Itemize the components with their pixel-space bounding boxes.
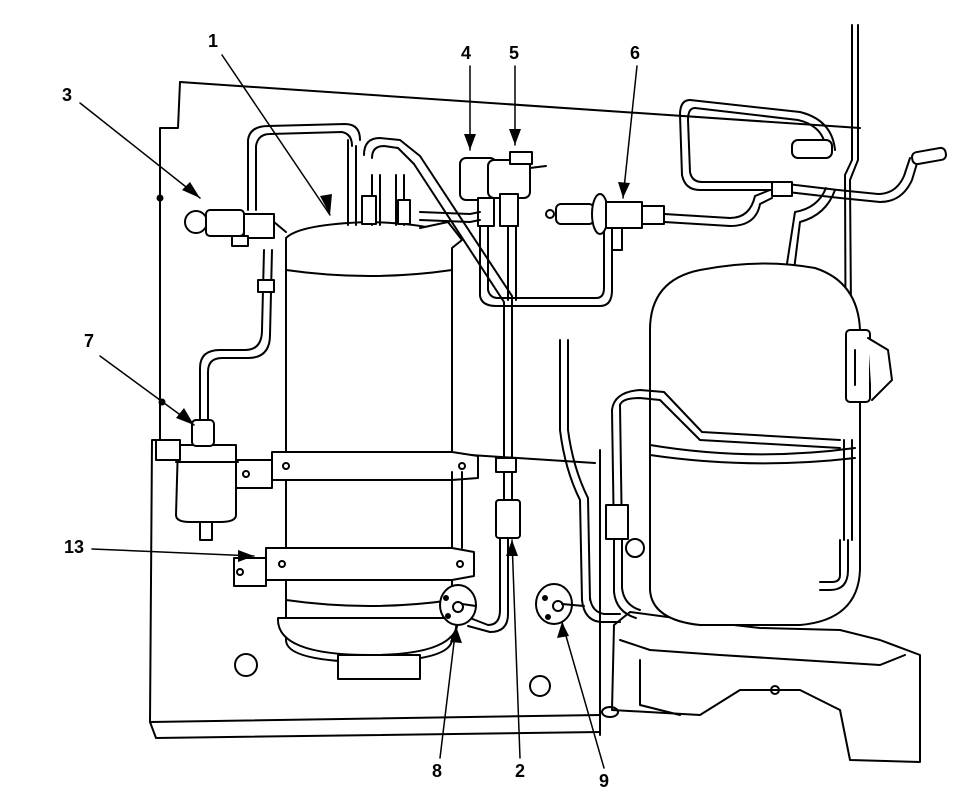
compressor-piping [559, 339, 841, 623]
receiver-tank [276, 221, 463, 680]
callout-6: 6 [630, 43, 641, 63]
callout-2: 2 [515, 761, 526, 781]
tank-straps [233, 451, 479, 587]
callout-5: 5 [509, 43, 520, 63]
callout-8: 8 [432, 761, 443, 781]
callout-4: 4 [461, 43, 472, 63]
filter-drier [155, 249, 275, 541]
callout-13: 13 [64, 537, 85, 557]
solenoid-valves [419, 151, 613, 307]
service-ports [439, 583, 585, 626]
top-tubing [347, 137, 521, 633]
callout-1: 1 [208, 31, 219, 51]
arrowheads [176, 129, 630, 643]
callout-3: 3 [62, 85, 73, 105]
expansion-valve [545, 189, 773, 251]
compressor [649, 262, 893, 626]
mounting-plate [149, 81, 861, 739]
relief-valve [184, 123, 361, 247]
callout-7: 7 [84, 331, 95, 351]
callout-9: 9 [599, 771, 610, 791]
